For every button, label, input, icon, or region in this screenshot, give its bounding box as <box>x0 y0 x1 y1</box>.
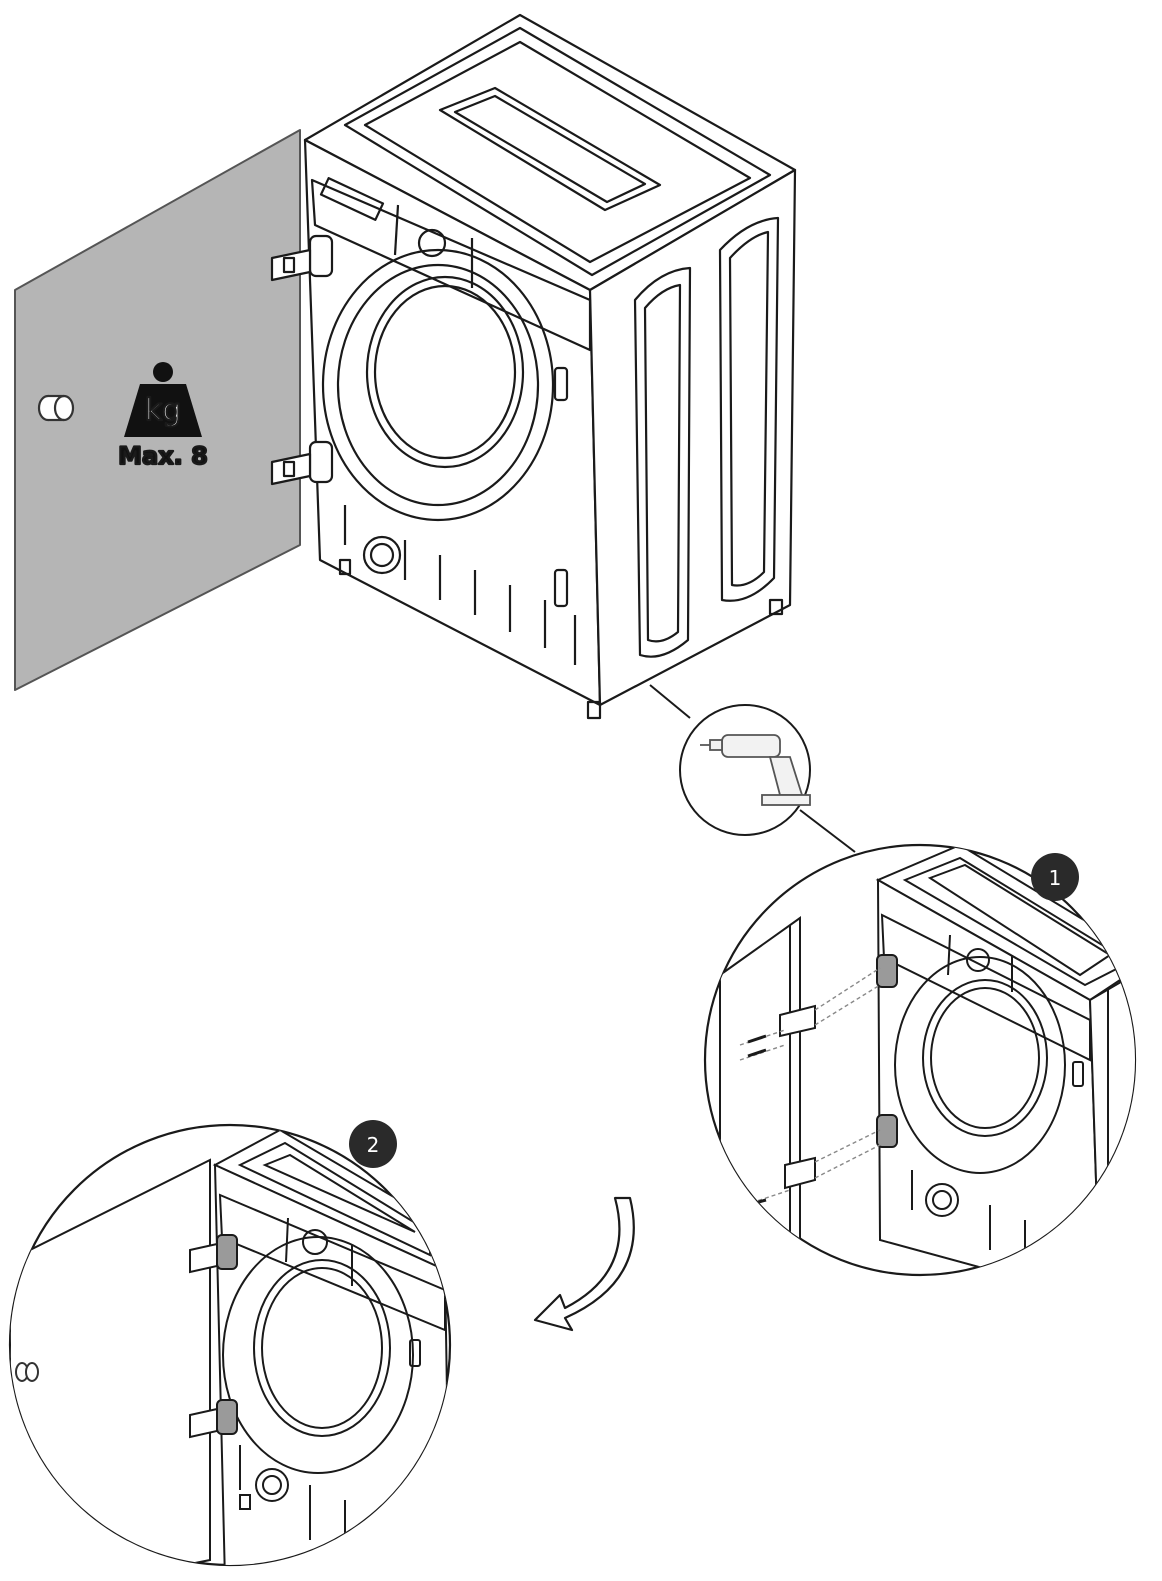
detail-step-2: 2 <box>8 1120 452 1567</box>
step-number-1: 1 <box>1049 866 1062 890</box>
weight-badge: kg Max. 8 <box>117 362 209 471</box>
door-bumper-icon <box>37 394 75 422</box>
weight-icon <box>153 362 173 382</box>
detail-step-1: 1 <box>703 843 1137 1277</box>
plinth-vents <box>343 505 577 665</box>
tool-callout <box>679 704 811 836</box>
drain-filter-cap <box>362 535 402 575</box>
porthole-glass <box>365 275 525 469</box>
porthole-door-outer <box>321 248 555 522</box>
step-badge-2 <box>349 1120 397 1168</box>
door-latch <box>553 366 569 402</box>
machine-side <box>588 168 797 707</box>
step-badge-1 <box>1031 853 1079 901</box>
step-number-2: 2 <box>367 1133 380 1157</box>
door-bumper-icon <box>15 1362 39 1382</box>
main-illustration: kg Max. 8 <box>14 13 797 720</box>
hinge-bottom <box>270 440 334 486</box>
program-knob <box>417 228 447 258</box>
weight-unit: kg <box>145 393 181 428</box>
hinge-top <box>270 234 334 282</box>
weight-limit-label: Max. 8 <box>118 442 208 470</box>
curved-arrow-icon <box>533 1196 635 1332</box>
cordless-drill-icon <box>700 734 811 806</box>
